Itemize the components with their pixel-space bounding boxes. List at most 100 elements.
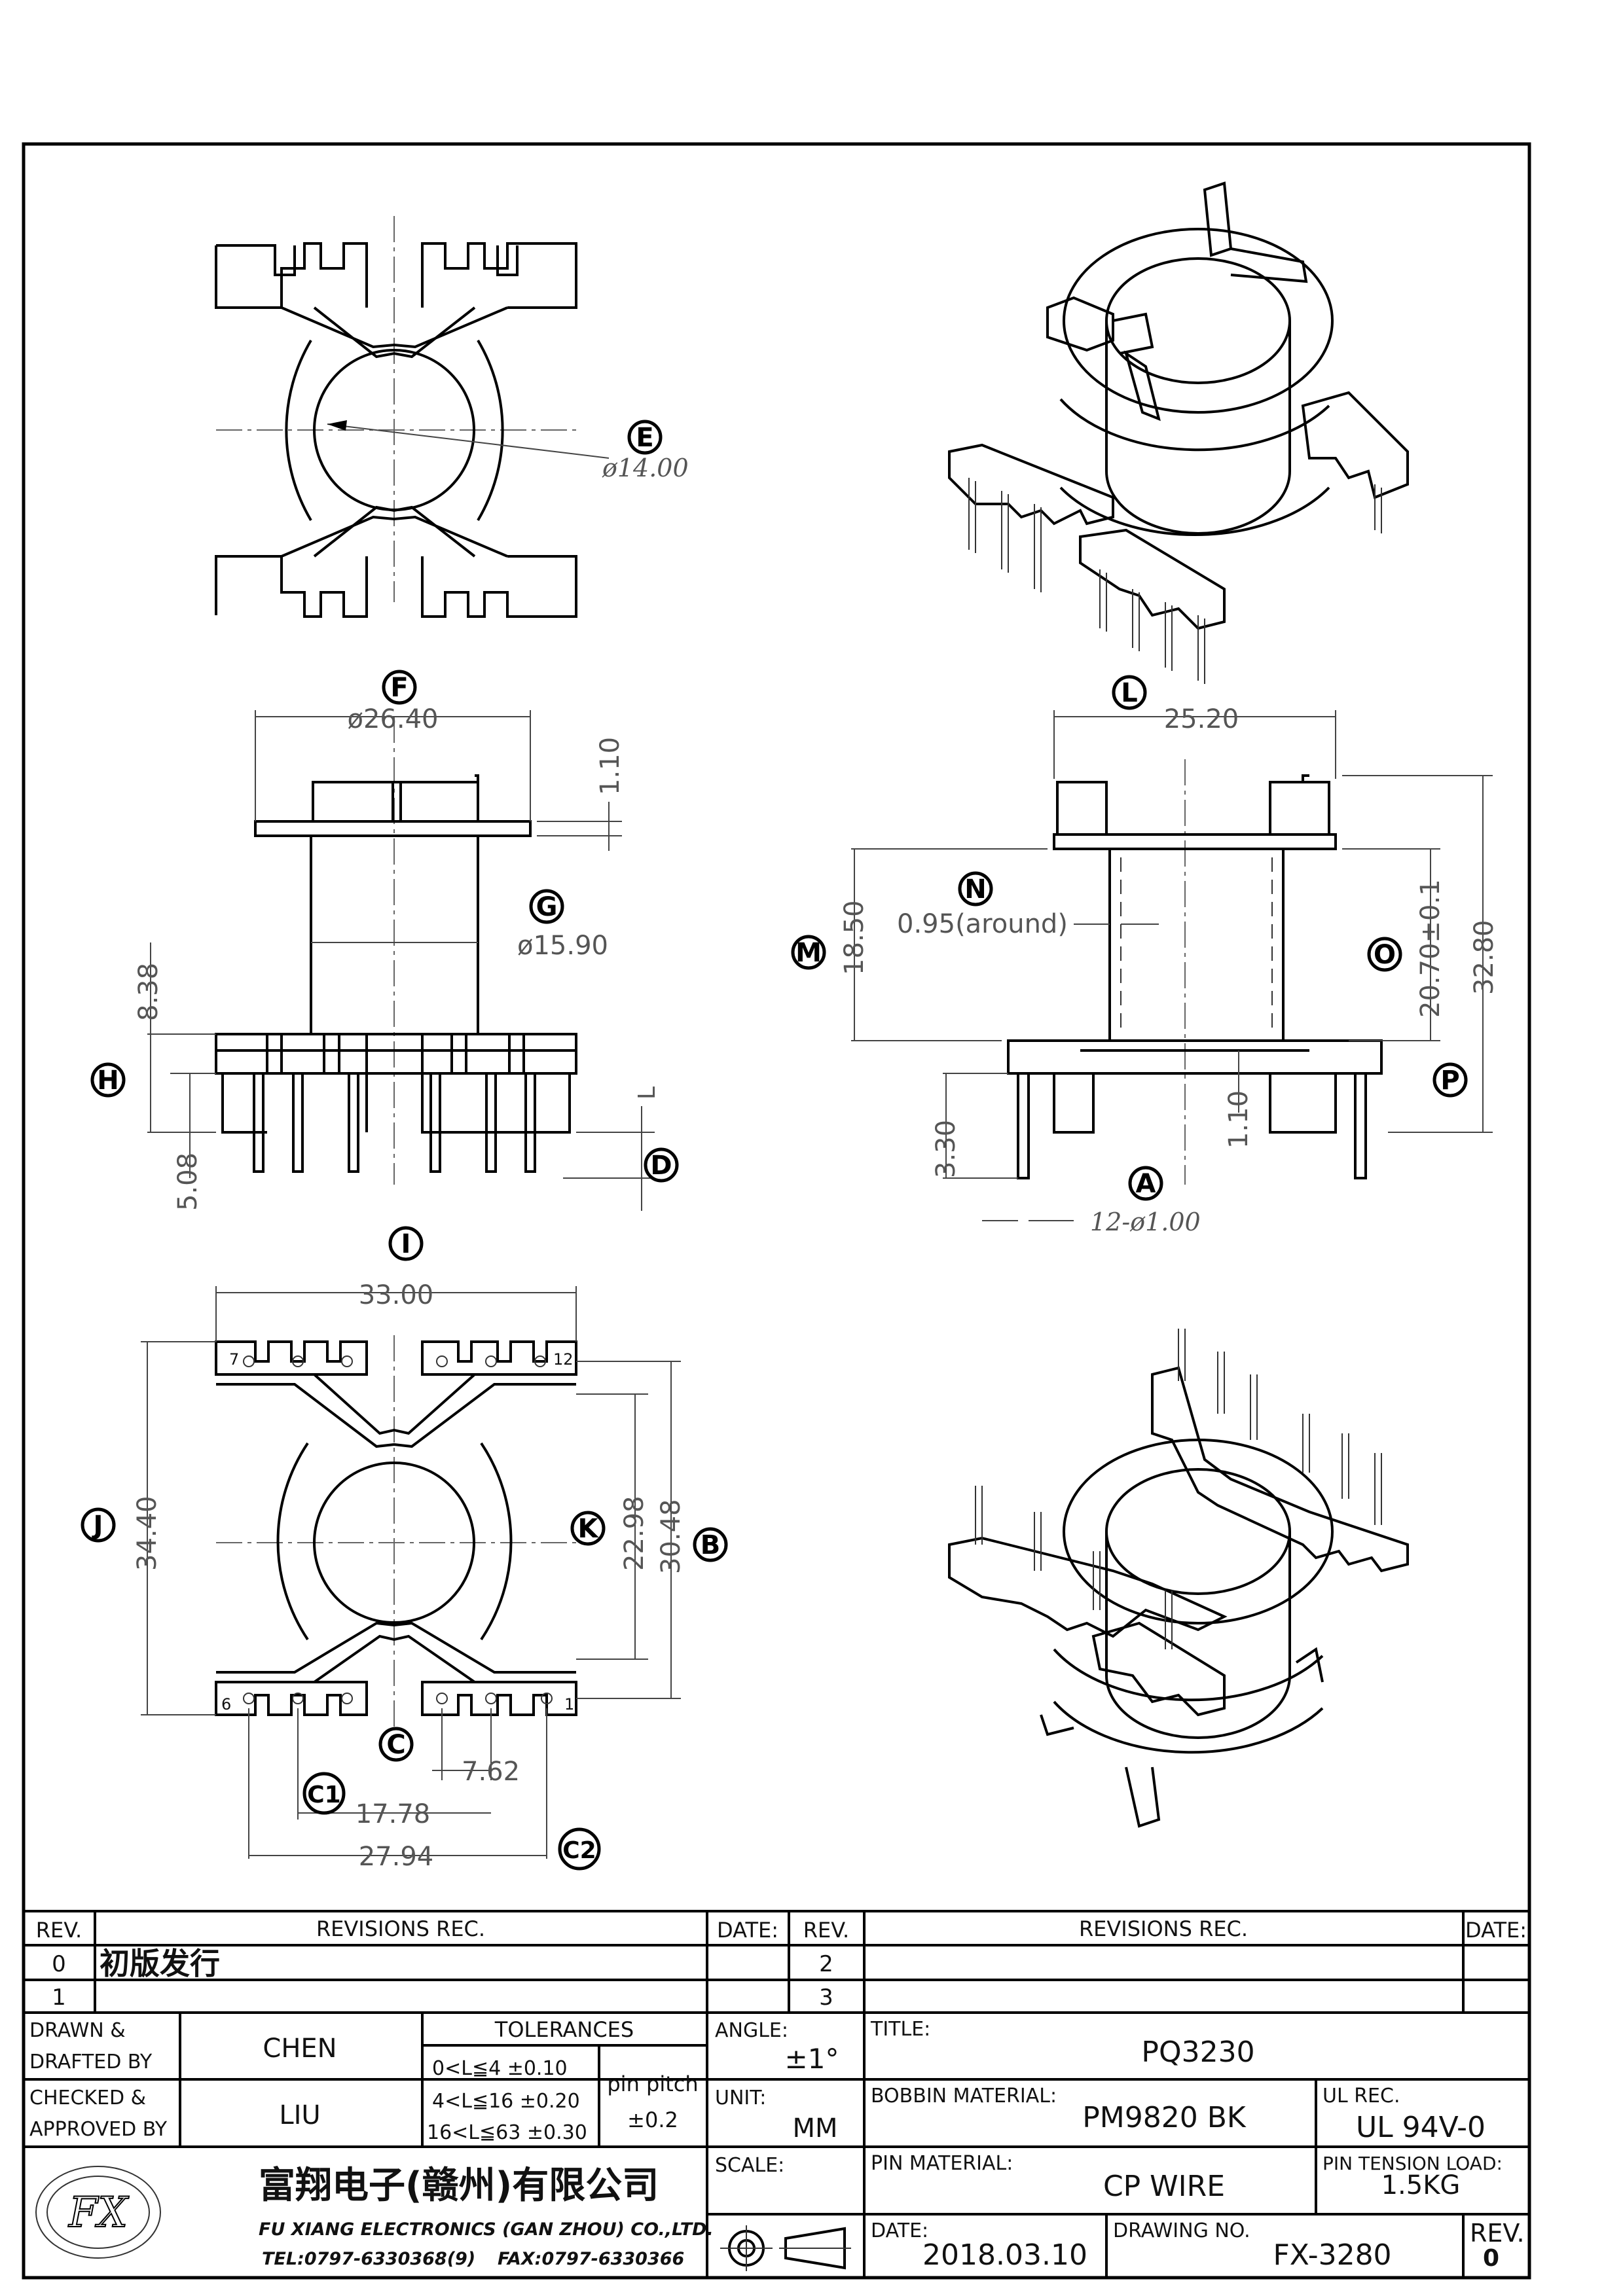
- unit-value: MM: [792, 2113, 837, 2144]
- unit-label: UNIT:: [715, 2087, 766, 2109]
- dim-j-value: 34.40: [132, 1496, 162, 1571]
- drawn-by: CHEN: [263, 2034, 337, 2064]
- svg-text:F: F: [390, 673, 408, 703]
- company-name-en: FU XIANG ELECTRONICS (GAN ZHOU) CO.,LTD.: [259, 2219, 714, 2240]
- svg-text:E: E: [636, 423, 653, 453]
- pin-tension-value: 1.5KG: [1381, 2170, 1461, 2200]
- callout-c1: C1: [302, 1772, 346, 1815]
- iso-view-bottom: [948, 1329, 1409, 1828]
- dim-g-value: ø15.90: [517, 931, 608, 961]
- callout-b: B: [693, 1527, 728, 1562]
- callout-p: P: [1432, 1062, 1468, 1098]
- sheet-border: [22, 142, 1531, 2280]
- rev-row-0-text: 初版发行: [100, 1946, 220, 1981]
- callout-k: K: [570, 1511, 606, 1546]
- dim-top-flange: 1.10: [595, 737, 625, 795]
- svg-text:C: C: [386, 1730, 405, 1760]
- callout-m: M: [791, 935, 826, 970]
- bobbin-material-label: BOBBIN MATERIAL:: [871, 2085, 1057, 2108]
- top-view: [215, 216, 610, 618]
- callout-c2: C2: [558, 1827, 601, 1871]
- pin-pitch-value: ±0.2: [627, 2108, 678, 2132]
- callout-h: H: [90, 1062, 126, 1098]
- dim-o-value: 20.70±0.1: [1415, 879, 1446, 1018]
- rev-row-3-rev: 3: [819, 1984, 833, 2011]
- svg-text:I: I: [401, 1229, 411, 1259]
- dim-h-value: 8.38: [134, 963, 164, 1021]
- callout-n: N: [958, 871, 993, 906]
- tolerances-title: TOLERANCES: [494, 2017, 634, 2042]
- callout-a: A: [1128, 1166, 1163, 1201]
- svg-text:G: G: [536, 892, 558, 922]
- dim-f-value: ø26.40: [348, 704, 439, 734]
- pin-tension-label: PIN TENSION LOAD:: [1322, 2153, 1503, 2174]
- angle-value: ±1°: [785, 2043, 839, 2075]
- company-logo: FX: [35, 2166, 161, 2259]
- drawn-label-2: DRAFTED BY: [29, 2051, 153, 2073]
- callout-l: L: [1112, 675, 1147, 710]
- dim-c-value: 7.62: [462, 1757, 520, 1787]
- date-header-right: DATE:: [1465, 1918, 1527, 1943]
- dim-i-value: 33.00: [359, 1280, 434, 1310]
- callout-e: E ø14.00: [602, 420, 689, 482]
- callout-c: C: [378, 1727, 414, 1762]
- date-label: DATE:: [871, 2219, 928, 2242]
- title-label: TITLE:: [870, 2018, 930, 2041]
- checked-label-2: APPROVED BY: [29, 2118, 168, 2141]
- approved-by: LIU: [279, 2100, 320, 2130]
- pin-label-6: 6: [221, 1695, 231, 1713]
- pin-label-12: 12: [553, 1350, 574, 1369]
- svg-text:J: J: [92, 1511, 103, 1541]
- rec-header-left: REVISIONS REC.: [316, 1916, 485, 1941]
- callout-g: G: [529, 889, 564, 924]
- dim-c1-value: 17.78: [356, 1799, 431, 1829]
- svg-text:O: O: [1374, 940, 1396, 970]
- svg-text:A: A: [1136, 1169, 1156, 1199]
- callout-i: I: [388, 1226, 424, 1261]
- drawn-label-1: DRAWN &: [29, 2019, 126, 2042]
- svg-text:H: H: [97, 1066, 119, 1096]
- dim-d-value: 5.08: [173, 1153, 203, 1211]
- tolerance-row-2: 4<L≦16 ±0.20: [432, 2090, 580, 2113]
- pin-material-label: PIN MATERIAL:: [871, 2152, 1013, 2175]
- pin-material-value: CP WIRE: [1103, 2170, 1225, 2203]
- drawing-no-label: DRAWING NO.: [1113, 2219, 1250, 2242]
- rev-header-left: REV.: [36, 1918, 82, 1943]
- angle-label: ANGLE:: [715, 2019, 788, 2042]
- dim-p-value: 32.80: [1469, 920, 1499, 995]
- ul-rec-value: UL 94V-0: [1356, 2111, 1486, 2144]
- dim-pin-length: 3.30: [931, 1120, 961, 1178]
- dim-b-value: 30.48: [656, 1499, 686, 1574]
- rev-value: 0: [1483, 2245, 1499, 2272]
- iso-view-top: [948, 181, 1409, 684]
- svg-text:K: K: [578, 1514, 600, 1544]
- pin-pitch-label: pin pitch: [607, 2072, 698, 2096]
- callout-o: O: [1367, 937, 1402, 972]
- dim-n-value: 0.95(around): [897, 909, 1068, 939]
- tolerance-row-1: 0<L≦4 ±0.10: [432, 2057, 568, 2080]
- callout-d: D: [644, 1147, 679, 1183]
- company-fax: FAX:0797-6330366: [498, 2249, 684, 2269]
- callout-f: F: [382, 670, 417, 705]
- dim-l-marker: L: [634, 1086, 661, 1100]
- title-block: [22, 1910, 1531, 2279]
- dim-m-value: 18.50: [839, 900, 869, 975]
- svg-text:N: N: [964, 874, 986, 905]
- bobbin-material-value: PM9820 BK: [1082, 2101, 1247, 2134]
- rev-row-0-rev: 0: [52, 1951, 66, 1977]
- rec-header-right: REVISIONS REC.: [1079, 1916, 1248, 1941]
- checked-label-1: CHECKED &: [29, 2087, 146, 2109]
- pin-label-7: 7: [229, 1350, 239, 1369]
- rev-header-right: REV.: [803, 1918, 849, 1943]
- drawing-no-value: FX-3280: [1273, 2238, 1391, 2272]
- dim-c2-value: 27.94: [359, 1842, 434, 1872]
- svg-text:C2: C2: [562, 1837, 596, 1864]
- dim-a-value: 12-ø1.00: [1090, 1208, 1201, 1236]
- dim-base-flange: 1.10: [1224, 1090, 1254, 1149]
- pin-label-1: 1: [564, 1695, 574, 1713]
- date-value: 2018.03.10: [922, 2238, 1087, 2272]
- svg-text:C1: C1: [307, 1782, 340, 1808]
- svg-text:L: L: [1121, 678, 1138, 708]
- side-view-left: [147, 710, 655, 1211]
